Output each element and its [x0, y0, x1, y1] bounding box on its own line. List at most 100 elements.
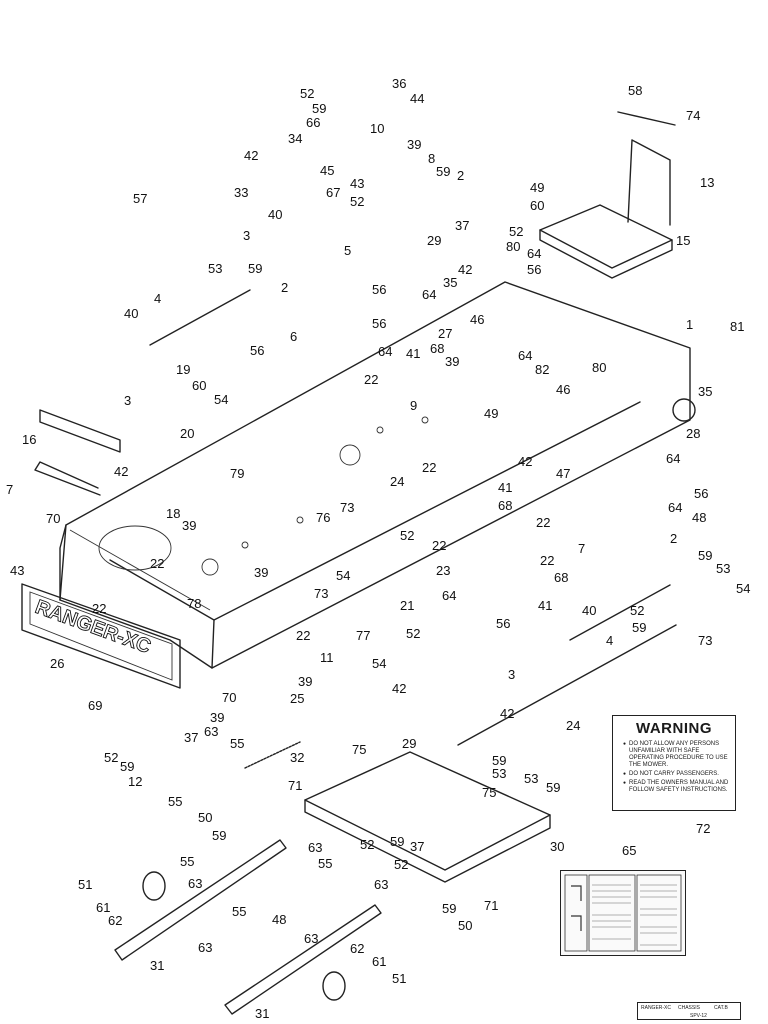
callout: 19	[176, 362, 190, 377]
callout: 22	[92, 601, 106, 616]
callout: 37	[410, 839, 424, 854]
callout: 77	[356, 628, 370, 643]
callout: 22	[536, 515, 550, 530]
callout: 64	[527, 246, 541, 261]
callout: 16	[22, 432, 36, 447]
callout: 80	[592, 360, 606, 375]
pedal-16	[39, 409, 121, 453]
callout: 39	[182, 518, 196, 533]
callout: 6	[290, 329, 297, 344]
callout: 52	[360, 837, 374, 852]
callout: 68	[498, 498, 512, 513]
callout: 36	[392, 76, 406, 91]
callout: 3	[243, 228, 250, 243]
callout: 49	[530, 180, 544, 195]
callout: 64	[442, 588, 456, 603]
callout: 75	[482, 785, 496, 800]
warning-title: WARNING	[636, 720, 712, 737]
callout: 69	[88, 698, 102, 713]
callout: 39	[254, 565, 268, 580]
callout: 39	[210, 710, 224, 725]
callout: 55	[230, 736, 244, 751]
callout: 2	[670, 531, 677, 546]
callout: 57	[133, 191, 147, 206]
callout: 53	[492, 766, 506, 781]
warning-line: DO NOT CARRY PASSENGERS.	[623, 771, 729, 778]
callout: 55	[232, 904, 246, 919]
footer-sheet: CAT.B	[714, 1005, 728, 1011]
callout: 42	[114, 464, 128, 479]
callout: 30	[550, 839, 564, 854]
callout: 35	[443, 275, 457, 290]
footer-page: SPV-12	[690, 1013, 707, 1019]
callout: 48	[272, 912, 286, 927]
seat-plate	[539, 204, 673, 279]
callout: 46	[556, 382, 570, 397]
callout: 52	[394, 857, 408, 872]
callout: 72	[696, 821, 710, 836]
callout: 81	[730, 319, 744, 334]
callout: 8	[428, 151, 435, 166]
callout: 28	[686, 426, 700, 441]
callout: 63	[198, 940, 212, 955]
callout: 82	[535, 362, 549, 377]
callout: 64	[422, 287, 436, 302]
callout: 29	[427, 233, 441, 248]
callout: 47	[556, 466, 570, 481]
callout: 3	[124, 393, 131, 408]
callout: 70	[46, 511, 60, 526]
callout: 54	[736, 581, 750, 596]
callout: 40	[124, 306, 138, 321]
callout: 45	[320, 163, 334, 178]
callout: 20	[180, 426, 194, 441]
callout: 23	[436, 563, 450, 578]
instruction-decal	[560, 870, 686, 956]
warning-line: DO NOT ALLOW ANY PERSONS UNFAMILIAR WITH…	[623, 741, 729, 769]
callout: 22	[150, 556, 164, 571]
callout: 43	[10, 563, 24, 578]
callout: 13	[700, 175, 714, 190]
callout: 42	[392, 681, 406, 696]
callout: 74	[686, 108, 700, 123]
callout: 70	[222, 690, 236, 705]
callout: 33	[234, 185, 248, 200]
pedal-7-left	[34, 461, 101, 496]
callout: 32	[290, 750, 304, 765]
spring-32	[244, 741, 301, 769]
brand-plate: RANGER-XC	[21, 583, 181, 689]
callout: 51	[78, 877, 92, 892]
callout: 52	[104, 750, 118, 765]
callout: 22	[422, 460, 436, 475]
callout: 75	[352, 742, 366, 757]
rod-4-right	[569, 584, 671, 641]
callout: 15	[676, 233, 690, 248]
callout: 41	[498, 480, 512, 495]
callout: 5	[344, 243, 351, 258]
callout: 1	[686, 317, 693, 332]
callout: 9	[410, 398, 417, 413]
callout: 56	[372, 282, 386, 297]
callout: 58	[628, 83, 642, 98]
callout: 52	[350, 194, 364, 209]
callout: 59	[436, 164, 450, 179]
callout: 7	[6, 482, 13, 497]
warning-line: READ THE OWNERS MANUAL AND FOLLOW SAFETY…	[623, 780, 729, 794]
callout: 25	[290, 691, 304, 706]
callout: 48	[692, 510, 706, 525]
callout: 22	[432, 538, 446, 553]
handle-assembly	[617, 111, 676, 226]
callout: 56	[694, 486, 708, 501]
callout: 21	[400, 598, 414, 613]
callout: 78	[187, 596, 201, 611]
callout: 63	[188, 876, 202, 891]
callout: 29	[402, 736, 416, 751]
footer-section: CHASSIS	[678, 1005, 700, 1011]
callout: 68	[554, 570, 568, 585]
callout: 52	[509, 224, 523, 239]
callout: 11	[320, 650, 334, 665]
callout: 59	[248, 261, 262, 276]
callout: 50	[458, 918, 472, 933]
callout: 50	[198, 810, 212, 825]
callout: 42	[518, 454, 532, 469]
